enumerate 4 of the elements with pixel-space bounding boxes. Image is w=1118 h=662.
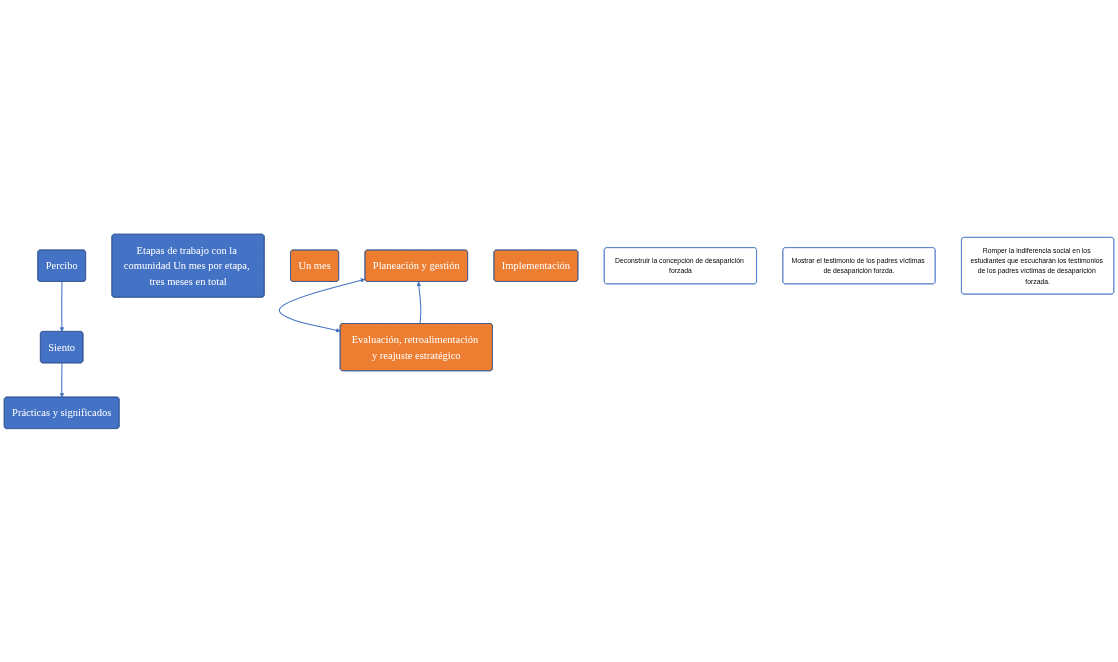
arrow <box>416 281 422 324</box>
arrow <box>59 280 65 332</box>
arrow <box>278 277 366 333</box>
arrow <box>59 362 65 398</box>
